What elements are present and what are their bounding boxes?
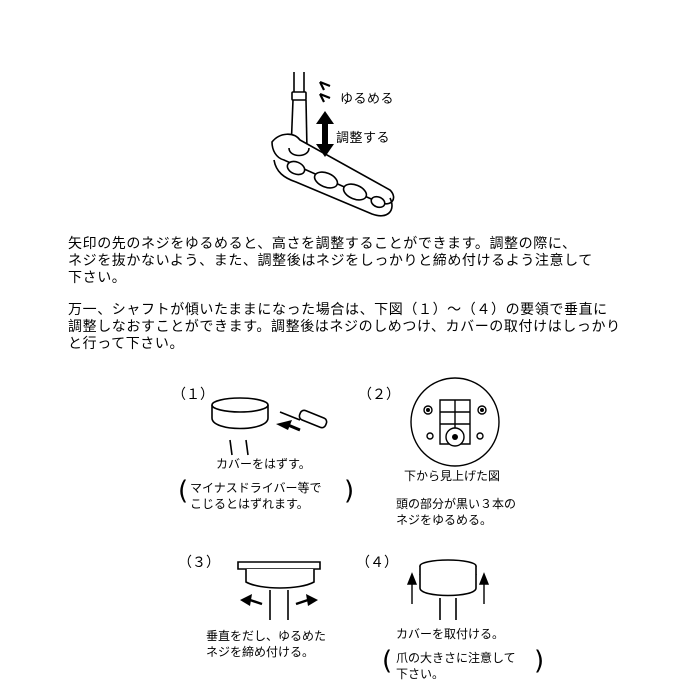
step4-caption: カバーを取付ける。: [396, 627, 505, 641]
step3-number: （３）: [178, 555, 220, 571]
step1-number: （１）: [172, 387, 214, 403]
step3-caption: 垂直をだし、ゆるめた ネジを締め付ける。: [206, 629, 327, 659]
loosen-label: ゆるめる: [340, 92, 395, 107]
instruction-paragraph-1: 矢印の先のネジをゆるめると、高さを調整することができます。調整の際に、 ネジを抜…: [68, 236, 593, 286]
step2-number: （２）: [358, 387, 400, 403]
step1-note: マイナスドライバー等で こじるとはずれます。: [190, 481, 322, 511]
step4-note-close-paren: ): [534, 646, 545, 676]
instruction-paragraph-2: 万一、シャフトが傾いたままになった場合は、下図（１）～（４）の要領で垂直に 調整…: [68, 302, 621, 352]
step1-note-close-paren: ): [344, 476, 355, 506]
step4-note-open-paren: (: [382, 646, 393, 676]
step2-note: 頭の部分が黒い３本の ネジをゆるめる。: [396, 497, 517, 527]
step4-note: 爪の大きさに注意して 下さい。: [396, 651, 516, 681]
step2-caption: 下から見上げた図: [404, 469, 501, 483]
step4-number: （４）: [356, 555, 398, 571]
step1-note-open-paren: (: [178, 476, 189, 506]
step1-caption: カバーをはずす。: [216, 457, 311, 471]
adjust-label: 調整する: [336, 131, 391, 146]
